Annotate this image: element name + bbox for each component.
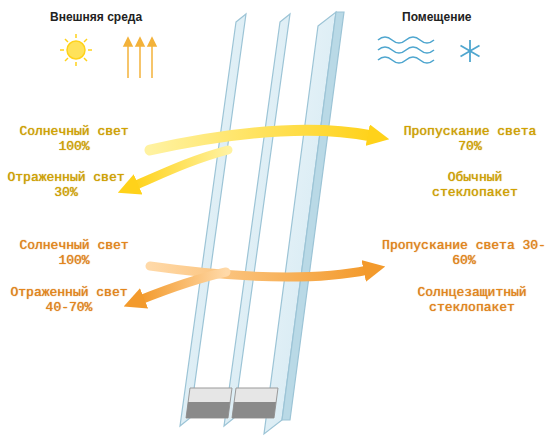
heat-arrows <box>124 38 156 78</box>
glass-panes <box>180 12 344 434</box>
snowflake-icon <box>461 40 480 62</box>
light-arrows-protective <box>140 266 368 300</box>
air-waves <box>378 37 434 63</box>
side-heading: Внешняя среда <box>50 10 142 25</box>
light-arrows-ordinary <box>134 130 372 186</box>
reflected-light-label: Отраженный свет 30% <box>4 170 128 200</box>
side-heading: Помещение <box>402 10 471 25</box>
glazing-type-label: Обычный стеклопакет <box>410 170 540 200</box>
glazing-type-label: Солнцезащитный стеклопакет <box>398 285 546 315</box>
transmission-label: Пропускание света 70% <box>394 124 546 154</box>
reflected-light-label: Отраженный свет 40-70% <box>4 285 134 315</box>
sun-icon <box>60 34 92 66</box>
incoming-light-label: Солнечный свет 100% <box>4 238 144 268</box>
transmission-label: Пропускание света 30-60% <box>382 238 546 268</box>
spacer-frames <box>186 388 278 418</box>
incoming-light-label: Солнечный свет 100% <box>4 124 144 154</box>
